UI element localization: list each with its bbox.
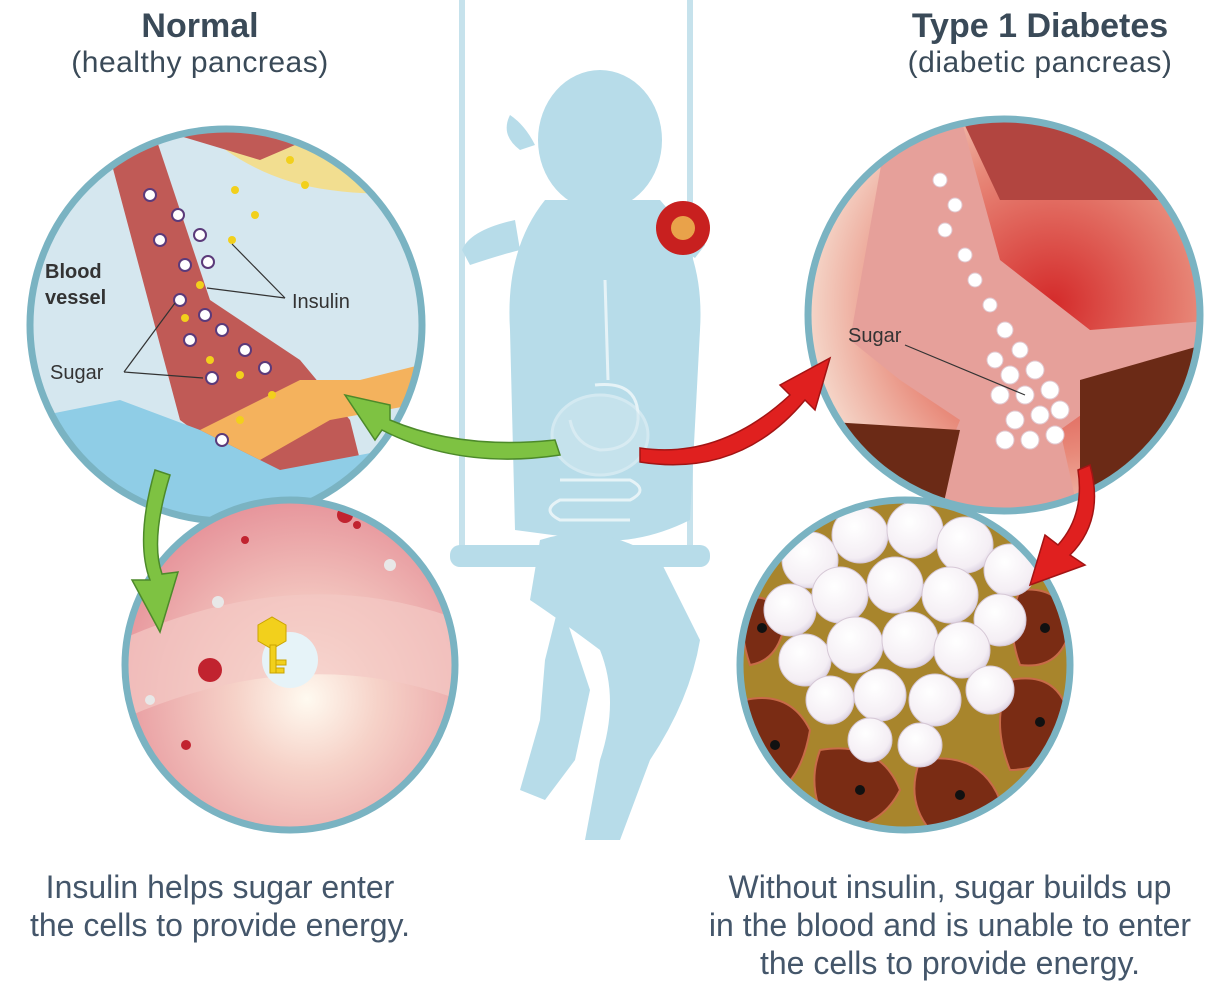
sugar-outside-cells-zoom-circle	[740, 500, 1070, 831]
normal-caption-line-2: the cells to provide energy.	[0, 906, 440, 944]
label-sugar-right: Sugar	[848, 325, 902, 347]
diabetic-pancreas-circle: Sugar	[800, 115, 1220, 535]
diabetes-caption-line-2: in the blood and is unable to enter	[680, 906, 1220, 944]
diabetes-caption-line-1: Without insulin, sugar builds up	[680, 868, 1220, 906]
diabetes-caption: Without insulin, sugar builds up in the …	[680, 868, 1220, 982]
label-blood: Blood	[45, 261, 102, 283]
label-vessel: vessel	[45, 287, 106, 309]
healthy-pancreas-circle: Blood vessel Insulin Sugar	[20, 120, 440, 540]
insulin-key-zoom-circle	[120, 495, 460, 835]
label-insulin: Insulin	[292, 291, 350, 313]
normal-caption: Insulin helps sugar enter the cells to p…	[0, 868, 440, 944]
apple-icon	[656, 201, 710, 255]
label-sugar-left: Sugar	[50, 362, 104, 384]
diabetes-caption-line-3: the cells to provide energy.	[680, 944, 1220, 982]
normal-caption-line-1: Insulin helps sugar enter	[0, 868, 440, 906]
